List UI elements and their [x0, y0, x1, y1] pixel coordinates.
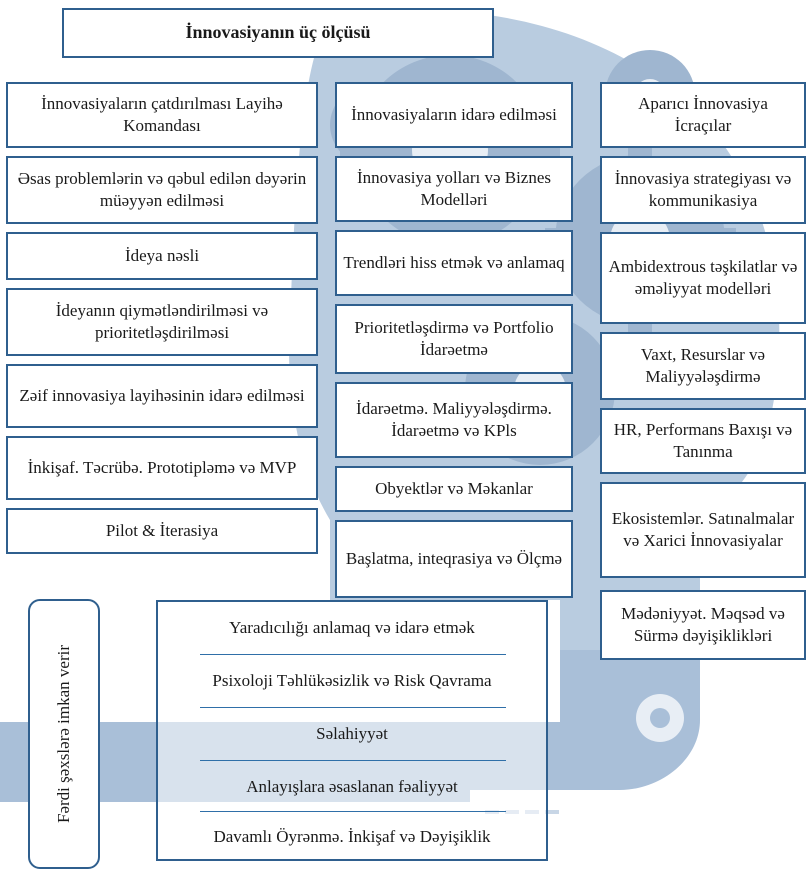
- left-item-6: İnkişaf. Təcrübə. Prototipləmə və MVP: [6, 436, 318, 500]
- left-item-7: Pilot & İterasiya: [6, 508, 318, 554]
- left-item-1: İnnovasiyaların çatdırılması Layihə Koma…: [6, 82, 318, 148]
- individual-item-5: Davamlı Öyrənmə. İnkişaf və Dəyişiklik: [213, 826, 491, 846]
- left-item-4: İdeyanın qiymətləndirilməsi və prioritet…: [6, 288, 318, 356]
- divider-4: [200, 811, 506, 812]
- middle-item-5: İdarəetmə. Maliyyələşdirmə. İdarəetmə və…: [335, 382, 573, 458]
- middle-item-1: İnnovasiyaların idarə edilməsi: [335, 82, 573, 148]
- right-item-4: Vaxt, Resurslar və Maliyyələşdirmə: [600, 332, 806, 400]
- middle-item-4: Prioritetləşdirmə və Portfolio İdarəetmə: [335, 304, 573, 374]
- right-item-7: Mədəniyyət. Məqsəd və Sürmə dəyişikliklə…: [600, 590, 806, 660]
- individual-item-4: Anlayışlara əsaslanan fəaliyyət: [246, 776, 458, 796]
- left-item-5: Zəif innovasiya layihəsinin idarə edilmə…: [6, 364, 318, 428]
- finger-nail-center: [650, 708, 670, 728]
- divider-3: [200, 760, 506, 761]
- right-item-2: İnnovasiya strategiyası və kommunikasiya: [600, 156, 806, 224]
- right-item-1: Aparıcı İnnovasiya İcraçılar: [600, 82, 806, 148]
- divider-2: [200, 707, 506, 708]
- left-item-3: İdeya nəsli: [6, 232, 318, 280]
- middle-item-7: Başlatma, inteqrasiya və Ölçmə: [335, 520, 573, 598]
- sidebar-individuals: Fərdi şəxslərə imkan verir: [28, 599, 100, 869]
- right-item-5: HR, Performans Baxışı və Tanınma: [600, 408, 806, 474]
- individual-item-1: Yaradıcılığı anlamaq və idarə etmək: [229, 617, 475, 637]
- middle-item-2: İnnovasiya yolları və Biznes Modelləri: [335, 156, 573, 222]
- individuals-panel: Yaradıcılığı anlamaq və idarə etmək Psix…: [156, 600, 548, 861]
- right-item-6: Ekosistemlər. Satınalmalar və Xarici İnn…: [600, 482, 806, 578]
- middle-item-6: Obyektlər və Məkanlar: [335, 466, 573, 512]
- sidebar-label: Fərdi şəxslərə imkan verir: [54, 645, 73, 823]
- left-item-2: Əsas problemlərin və qəbul edilən dəyəri…: [6, 156, 318, 224]
- right-item-3: Ambidextrous təşkilatlar və əməliyyat mo…: [600, 232, 806, 324]
- individual-item-3: Səlahiyyət: [316, 723, 388, 743]
- diagram-title: İnnovasiyanın üç ölçüsü: [62, 8, 494, 58]
- divider-1: [200, 654, 506, 655]
- middle-item-3: Trendləri hiss etmək və anlamaq: [335, 230, 573, 296]
- individual-item-2: Psixoloji Təhlükəsizlik və Risk Qavrama: [212, 670, 492, 690]
